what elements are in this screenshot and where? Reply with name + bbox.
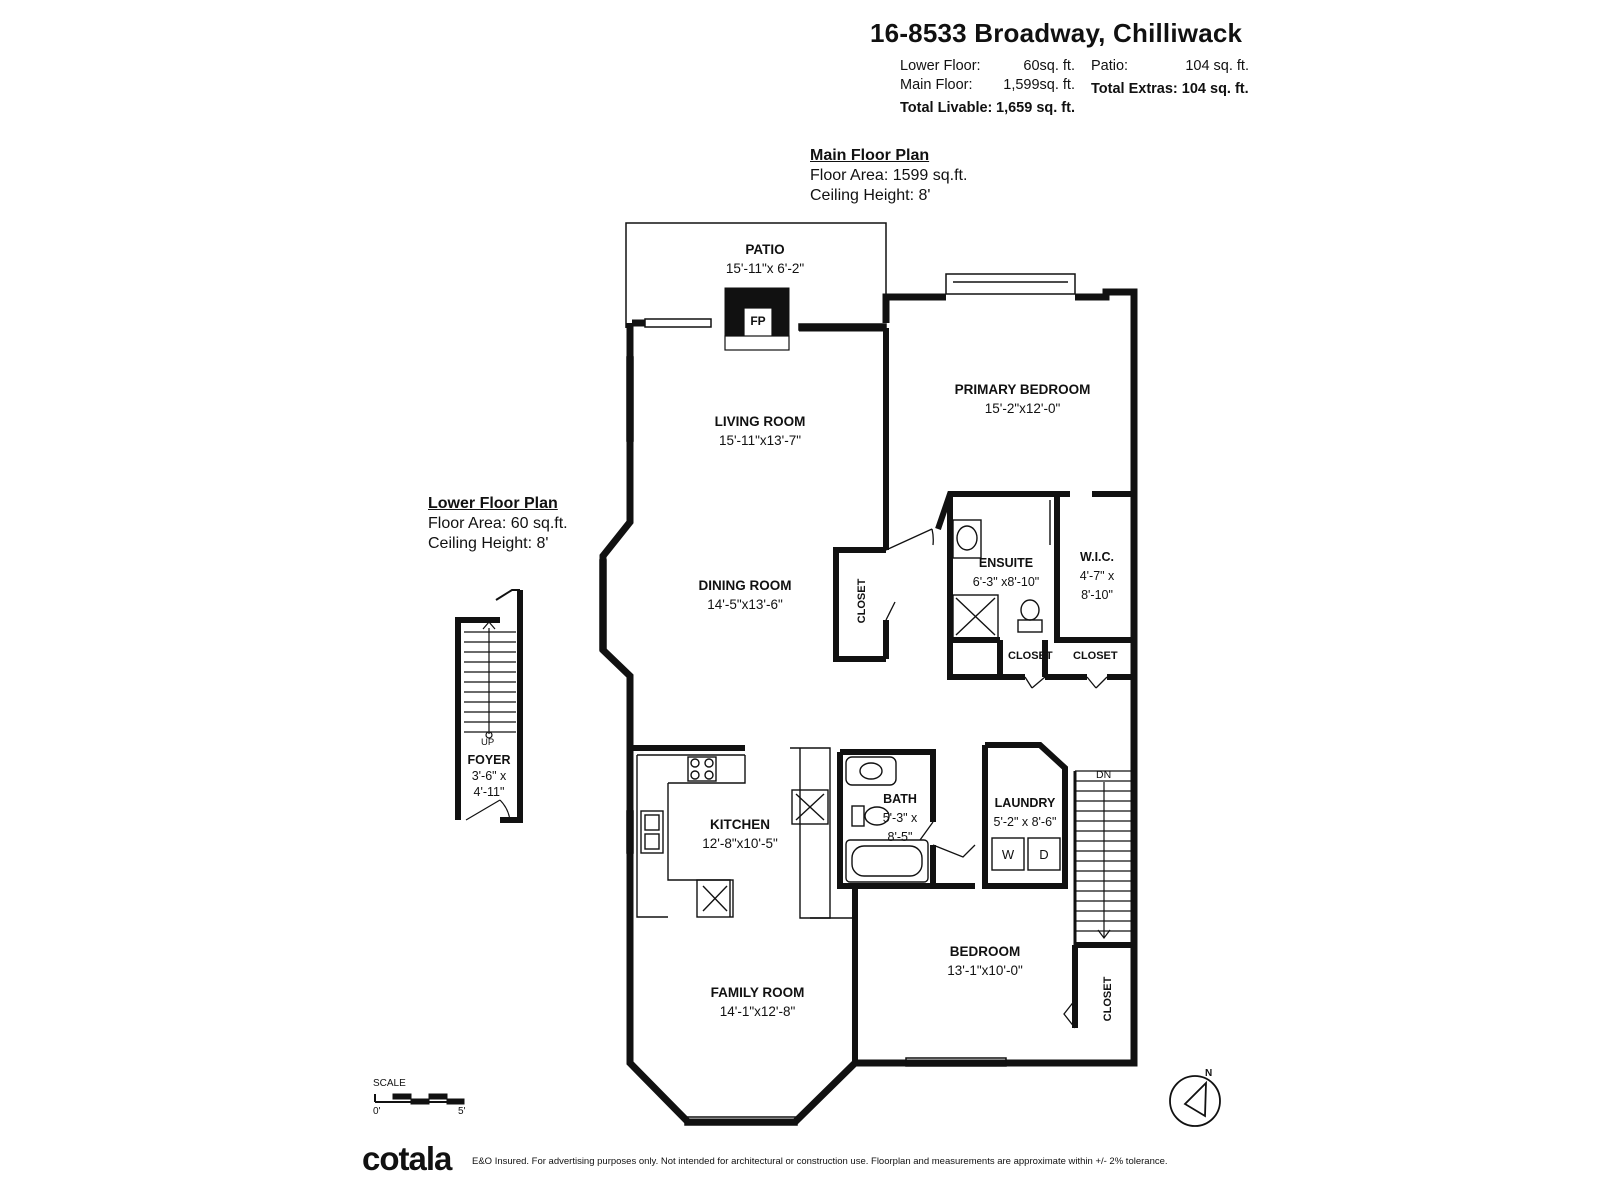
room-wic-name: W.I.C. [1079, 550, 1115, 564]
room-laundry-name: LAUNDRY [994, 796, 1056, 810]
kitchen-cabinets [636, 747, 855, 919]
room-patio-dims: 15'-11"x 6'-2" [725, 261, 805, 276]
stairs-down-label: DN [1096, 769, 1112, 781]
lower-floor-row: Lower Floor: 60sq. ft. [900, 56, 1075, 76]
room-bath: BATH 5'-3" x 8'-5" [868, 790, 932, 847]
door-swings [885, 528, 1108, 1029]
room-dining-dims: 14'-5"x13'-6" [707, 597, 783, 612]
room-primary-name: PRIMARY BEDROOM [954, 382, 1091, 397]
property-address: 16-8533 Broadway, Chilliwack [870, 18, 1243, 48]
scale-min: 0' [373, 1106, 381, 1117]
room-bath-dims1: 5'-3" x [882, 811, 918, 825]
scale-label: SCALE [373, 1078, 406, 1089]
room-wic: W.I.C. 4'-7" x 8'-10" [1062, 548, 1132, 605]
windows [599, 273, 1076, 1126]
room-patio: PATIO 15'-11"x 6'-2" [700, 240, 830, 278]
main-floor-value: 1,599sq. ft. [1003, 77, 1075, 93]
stairs-up-label: UP [481, 737, 495, 748]
closet-hall: CLOSET [856, 578, 868, 624]
room-bedroom-dims: 13'-1"x10'-0" [947, 963, 1023, 978]
total-livable-label: Total Livable: [900, 100, 993, 116]
main-floor-header: Main Floor Plan Floor Area: 1599 sq.ft. … [810, 146, 967, 206]
fireplace [724, 287, 790, 351]
interior-walls [630, 328, 1134, 1063]
laundry-fixtures [991, 837, 1061, 871]
total-livable-value: 1,659 sq. ft. [996, 100, 1075, 116]
room-laundry-dims: 5'-2" x 8'-6" [993, 815, 1057, 829]
main-floor-label: Main Floor: [900, 77, 973, 93]
room-bath-name: BATH [883, 792, 917, 806]
room-ensuite-name: ENSUITE [978, 556, 1034, 570]
patio-outline [625, 222, 887, 328]
total-livable-row: Total Livable:1,659 sq. ft. [900, 98, 1075, 118]
scale-bar [374, 1093, 465, 1105]
main-floor-row: Main Floor: 1,599sq. ft. [900, 75, 1075, 95]
dryer-label: D [1039, 847, 1049, 862]
room-family-dims: 14'-1"x12'-8" [719, 1004, 796, 1019]
lower-floor-header: Lower Floor Plan Floor Area: 60 sq.ft. C… [428, 494, 568, 554]
room-living-name: LIVING ROOM [714, 414, 806, 429]
room-patio-name: PATIO [745, 242, 785, 257]
ensuite-fixtures [952, 500, 1051, 639]
room-foyer-dims2: 4'-11" [473, 785, 505, 799]
total-extras: Total Extras: 104 sq. ft. [1091, 81, 1249, 97]
room-ensuite-dims: 6'-3" x8'-10" [972, 575, 1040, 589]
patio-area-value: 104 sq. ft. [1185, 58, 1249, 74]
room-dining: DINING ROOM 14'-5"x13'-6" [675, 576, 815, 614]
lower-floor-title: Lower Floor Plan [428, 495, 558, 512]
lower-floor-area: Floor Area: 60 sq.ft. [428, 515, 568, 532]
bath-fixtures [845, 756, 929, 883]
brand-logo: cotala [362, 1140, 452, 1177]
room-living: LIVING ROOM 15'-11"x13'-7" [690, 412, 830, 450]
lower-floor-label: Lower Floor: [900, 58, 981, 74]
fireplace-label: FP [750, 314, 766, 328]
room-laundry: LAUNDRY 5'-2" x 8'-6" [982, 794, 1068, 832]
room-foyer: FOYER 3'-6" x 4'-11" [456, 752, 522, 800]
exterior-walls [599, 288, 1138, 1126]
room-kitchen: KITCHEN 12'-8"x10'-5" [680, 815, 800, 853]
main-floor-title: Main Floor Plan [810, 147, 930, 164]
room-foyer-name: FOYER [467, 753, 511, 767]
foyer-stairs [455, 589, 523, 823]
compass-north-label: N [1205, 1068, 1213, 1079]
room-ensuite: ENSUITE 6'-3" x8'-10" [960, 554, 1052, 592]
room-dining-name: DINING ROOM [698, 578, 792, 593]
main-floor-ceiling: Ceiling Height: 8' [810, 187, 931, 204]
closet-bedroom: CLOSET [1102, 976, 1114, 1022]
room-foyer-dims1: 3'-6" x [471, 769, 507, 783]
closet-ensuite: CLOSET [1008, 650, 1053, 662]
room-wic-dims1: 4'-7" x [1079, 569, 1115, 583]
lower-floor-value: 60sq. ft. [1023, 58, 1075, 74]
room-family-name: FAMILY ROOM [710, 985, 805, 1000]
patio-area-label: Patio: [1091, 58, 1129, 74]
room-living-dims: 15'-11"x13'-7" [718, 433, 802, 448]
patio-area-row: Patio: 104 sq. ft. [1091, 56, 1249, 76]
room-kitchen-dims: 12'-8"x10'-5" [702, 836, 778, 851]
room-wic-dims2: 8'-10" [1081, 588, 1113, 602]
stairs-main [1073, 770, 1134, 945]
room-kitchen-name: KITCHEN [710, 817, 770, 832]
lower-floor-ceiling: Ceiling Height: 8' [428, 535, 549, 552]
room-bath-dims2: 8'-5" [887, 830, 913, 844]
closet-wic-side: CLOSET [1073, 650, 1118, 662]
scale-max: 5' [458, 1106, 466, 1117]
room-primary-bedroom: PRIMARY BEDROOM 15'-2"x12'-0" [935, 380, 1110, 418]
compass-icon [1169, 1075, 1221, 1127]
washer-label: W [1001, 847, 1015, 862]
room-primary-dims: 15'-2"x12'-0" [984, 401, 1061, 416]
room-bedroom-name: BEDROOM [949, 944, 1021, 959]
room-family: FAMILY ROOM 14'-1"x12'-8" [690, 983, 825, 1021]
main-floor-area: Floor Area: 1599 sq.ft. [810, 167, 968, 184]
room-bedroom: BEDROOM 13'-1"x10'-0" [915, 942, 1055, 980]
disclaimer-text: E&O Insured. For advertising purposes on… [472, 1156, 1168, 1167]
